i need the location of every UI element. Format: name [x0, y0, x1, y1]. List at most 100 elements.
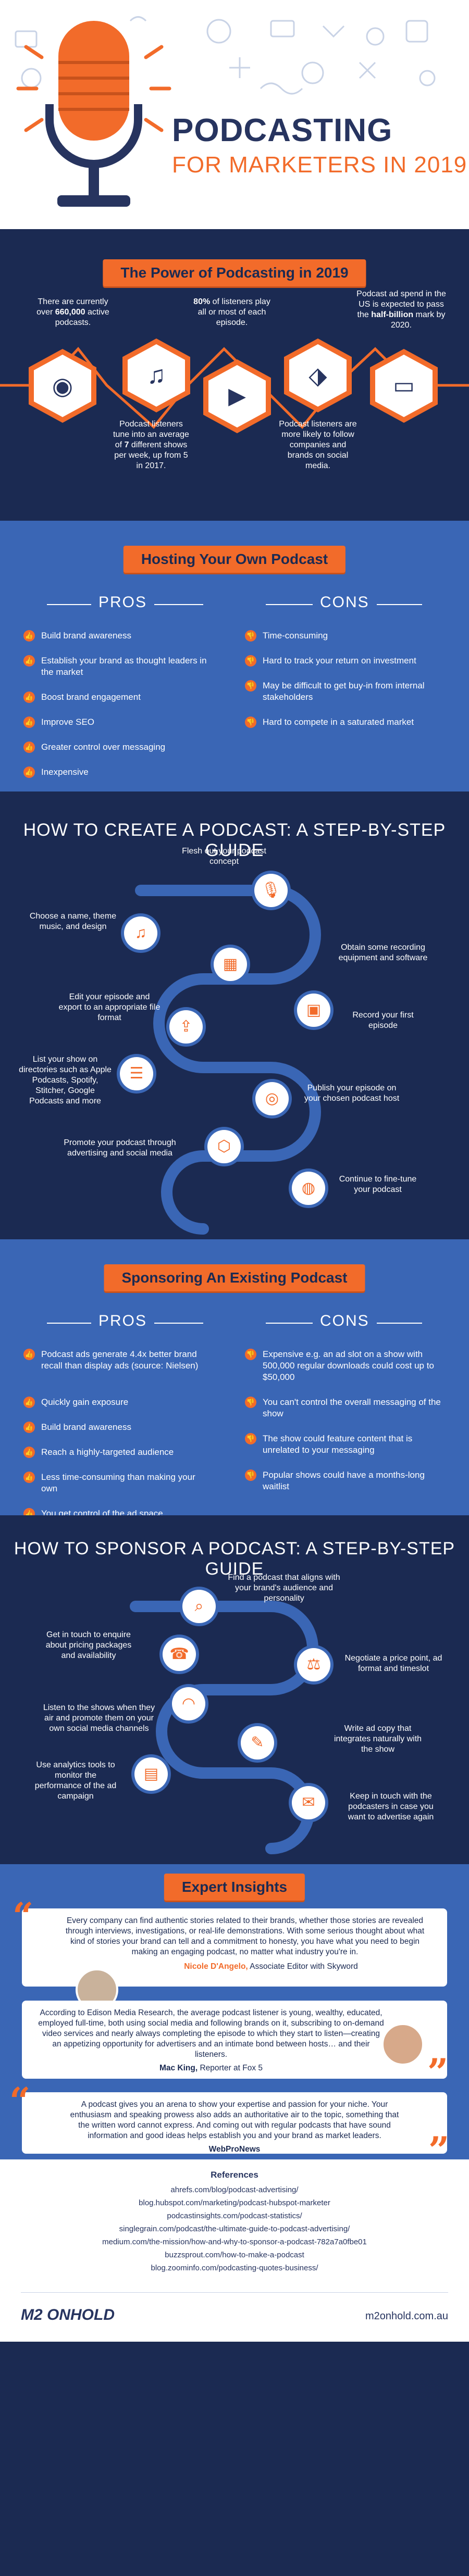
quote-close-icon: ” [427, 2051, 449, 2094]
publish-icon: ◎ [255, 1082, 289, 1115]
equipment-icon: ▦ [214, 948, 247, 981]
create-step-9: Continue to fine-tune your podcast [339, 1175, 417, 1194]
sponsor-guide-title: HOW TO SPONSOR A PODCAST: A STEP-BY-STEP… [14, 1539, 455, 1579]
search-icon: ⌕ [182, 1590, 216, 1623]
thumbs-up-icon: 👍 [23, 655, 35, 667]
thumbs-up-icon: 👍 [23, 766, 35, 778]
thumbs-up-icon: 👍 [23, 1349, 35, 1360]
fine-tune-icon: ◍ [292, 1172, 325, 1205]
cons-heading: CONS [313, 594, 377, 611]
thumbs-down-icon: 👎 [245, 680, 256, 692]
microphone-icon [45, 21, 142, 207]
sponsor-step-2: Get in touch to enquire about pricing pa… [45, 1630, 132, 1660]
quote-author: Mac King, Reporter at Fox 5 [159, 2064, 263, 2072]
power-section: The Power of Podcasting in 2019 ◉ ♫ ▶ ⬗ … [0, 229, 469, 521]
header-illustration [15, 16, 436, 207]
music-note-icon: ♫ [147, 361, 166, 389]
header-section: PODCASTING FOR MARKETERS IN 2019 [0, 0, 469, 229]
reference-item[interactable]: ahrefs.com/blog/podcast-advertising/ [170, 2185, 299, 2194]
write-icon: ✎ [241, 1726, 274, 1760]
wallet-icon: ▭ [393, 373, 415, 398]
website-link[interactable]: m2onhold.com.au [365, 2310, 448, 2322]
expert-banner: Expert Insights [164, 1874, 305, 1901]
list-icon: ☰ [120, 1057, 153, 1090]
thumbs-down-icon: 👎 [245, 1433, 256, 1444]
quote-author: WebProNews [208, 2145, 261, 2154]
sponsor-step-3: Negotiate a price point, ad format and t… [344, 1654, 442, 1673]
create-step-8: Promote your podcast through advertising… [64, 1138, 176, 1158]
list-item: Build brand awareness [41, 1422, 131, 1432]
thumbs-up-icon: 👍 [23, 630, 35, 642]
promote-icon: ⬡ [207, 1130, 241, 1163]
sponsoring-banner: Sponsoring An Existing Podcast [104, 1264, 365, 1291]
headphones-icon: ◠ [172, 1687, 205, 1720]
pros-heading: PROS [91, 594, 155, 611]
play-tv-icon: ▶ [228, 383, 246, 409]
create-guide-title: HOW TO CREATE A PODCAST: A STEP-BY-STEP … [23, 820, 446, 860]
list-item: Hard to compete in a saturated market [263, 717, 414, 727]
list-item: Inexpensive [41, 767, 89, 777]
create-step-7: Publish your episode on your chosen podc… [304, 1084, 400, 1103]
reference-item[interactable]: buzzsprout.com/how-to-make-a-podcast [165, 2251, 304, 2259]
quote-author: Nicole D'Angelo, Associate Editor with S… [184, 1962, 358, 1971]
list-item: Quickly gain exposure [41, 1397, 129, 1407]
stat-ad-spend: Podcast ad spend in the US is expected t… [356, 290, 446, 330]
hosting-banner: Hosting Your Own Podcast [123, 546, 346, 573]
reference-item[interactable]: blog.hubspot.com/marketing/podcast-hubsp… [139, 2198, 330, 2207]
quote-open-icon: “ [13, 1894, 34, 1938]
reference-item[interactable]: singlegrain.com/podcast/the-ultimate-gui… [119, 2225, 350, 2233]
quote-open-icon: “ [9, 2079, 31, 2122]
microphone-icon: 🎙 [254, 874, 288, 907]
sound-dashes [16, 45, 171, 132]
record-tv-icon: ▣ [297, 994, 330, 1027]
list-item: Popular shows could have a months-long w… [263, 1470, 425, 1491]
quote-close-icon: ” [428, 2129, 450, 2160]
expert-section: Expert Insights Every company can find a… [0, 1864, 469, 2159]
negotiate-icon: ⚖ [297, 1648, 330, 1681]
thumbs-up-icon: 👍 [23, 1472, 35, 1483]
power-banner: The Power of Podcasting in 2019 [103, 259, 366, 286]
analytics-icon: ▤ [134, 1757, 168, 1791]
pros-heading: PROS [91, 1312, 155, 1330]
create-step-2: Choose a name, theme music, and design [29, 912, 117, 931]
stat-listen-complete: 80% of listeners play all or most of eac… [193, 297, 270, 327]
stat-follow-brands: Podcast listeners are more likely to fol… [279, 420, 357, 470]
list-item: Expensive e.g. an ad slot on a show with… [263, 1349, 434, 1382]
thumbs-up-icon: 👍 [23, 1422, 35, 1433]
avatar [381, 2023, 424, 2066]
thumbs-down-icon: 👎 [245, 655, 256, 667]
reference-item[interactable]: medium.com/the-mission/how-and-why-to-sp… [102, 2238, 367, 2246]
sponsor-step-5: Write ad copy that integrates naturally … [334, 1724, 422, 1754]
thumbs-down-icon: 👎 [245, 1397, 256, 1408]
sponsor-guide-section: HOW TO SPONSOR A PODCAST: A STEP-BY-STEP… [0, 1515, 469, 1864]
list-item: You can't control the overall messaging … [263, 1397, 441, 1418]
thumbs-up-icon: 👍 [23, 1447, 35, 1458]
reference-item[interactable]: podcastinsights.com/podcast-statistics/ [167, 2211, 302, 2220]
list-item: Build brand awareness [41, 631, 131, 640]
list-item: Establish your brand as thought leaders … [41, 656, 207, 677]
create-guide-section: HOW TO CREATE A PODCAST: A STEP-BY-STEP … [0, 791, 469, 1239]
thumbs-up-icon: 👍 [23, 742, 35, 753]
podcast-icon: ◉ [52, 372, 73, 399]
cons-heading: CONS [313, 1312, 377, 1330]
create-step-3: Obtain some recording equipment and soft… [338, 943, 428, 962]
reference-item[interactable]: blog.zoominfo.com/podcasting-quotes-busi… [151, 2264, 318, 2272]
quote-text: According to Edison Media Research, the … [38, 2008, 384, 2059]
list-item: May be difficult to get buy-in from inte… [263, 681, 425, 702]
thumbs-up-icon: 👍 [23, 1508, 35, 1515]
create-step-5: Record your first episode [352, 1011, 414, 1030]
price-tag-icon: ⬗ [308, 362, 327, 389]
sponsor-step-4: Listen to the shows when they air and pr… [43, 1703, 155, 1733]
thumbs-down-icon: 👎 [245, 717, 256, 728]
quote-card-3: A podcast gives you an arena to show you… [22, 2092, 447, 2154]
stat-active-podcasts: There are currently over 660,000 active … [36, 297, 109, 327]
list-item: Greater control over messaging [41, 742, 166, 752]
music-note-icon: ♫ [124, 916, 157, 950]
list-item: Hard to track your return on investment [263, 656, 416, 665]
list-item: Less time-consuming than making your own [41, 1472, 195, 1493]
thumbs-down-icon: 👎 [245, 1349, 256, 1360]
sponsor-step-7: Keep in touch with the podcasters in cas… [348, 1792, 434, 1821]
stat-shows-per-week: Podcast listeners tune into an average o… [113, 420, 189, 470]
sponsor-step-1: Find a podcast that aligns with your bra… [228, 1573, 340, 1603]
page-subtitle: FOR MARKETERS IN 2019 [172, 152, 467, 178]
